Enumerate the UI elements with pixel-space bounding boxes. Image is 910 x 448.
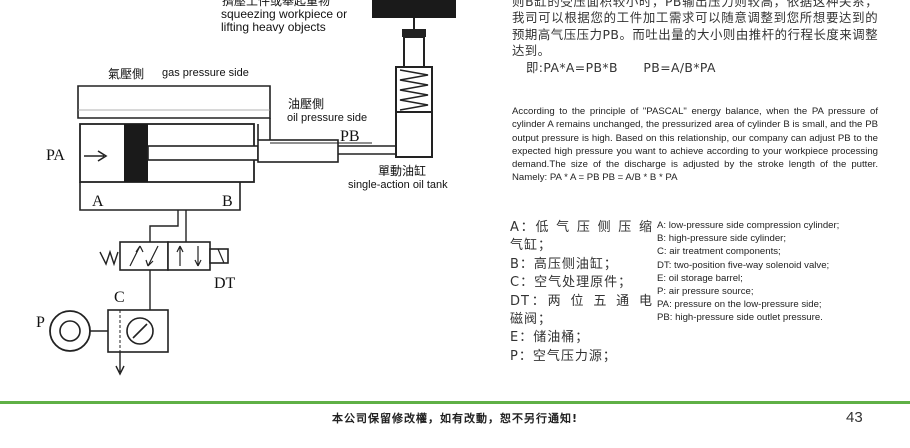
footer-divider — [0, 401, 910, 404]
legend-cn-item: DT：两 位 五 通 电 磁阀； — [510, 293, 653, 328]
legend-en-item: A: low-pressure side compression cylinde… — [657, 220, 840, 231]
oil-tank-rod — [403, 36, 425, 68]
description-cn-text: 则B缸的受压面积较小时，PB输出压力则较高，依据这种关系，我司可以根据您的工件加… — [512, 0, 878, 59]
legend-en-item: PA: pressure on the low-pressure side; — [657, 299, 822, 311]
label-dt: DT — [214, 275, 236, 292]
oil-tank-spring — [399, 69, 429, 111]
oil-side-label-cn: 油壓側 — [288, 97, 324, 111]
solenoid-coil — [209, 248, 229, 264]
oil-tank-label-cn: 單動油缸 — [378, 163, 426, 178]
legend-en-item: E: oil storage barrel; — [657, 272, 743, 284]
valve-spring-icon — [99, 249, 119, 267]
workpiece-label-cn: 擠壓工件或舉起重物 — [222, 0, 330, 8]
valve-body-left — [119, 241, 169, 271]
legend-en-item: B: high-pressure side cylinder; — [657, 233, 787, 245]
label-a: A — [92, 193, 104, 210]
legend-cn: A：低 气 压 侧 压 缩 气缸； B：高压侧油缸； C：空气处理原件； DT：… — [510, 219, 653, 366]
oil-tank-rod-cap — [402, 29, 426, 37]
oil-tank-label-en: single-action oil tank — [348, 179, 448, 191]
description-cn: 则B缸的受压面积较小时，PB输出压力则较高，依据这种关系，我司可以根据您的工件加… — [512, 0, 878, 76]
gas-side-label-cn: 氣壓側 — [108, 67, 144, 81]
workpiece-label-en-1: squeezing workpiece or — [221, 7, 347, 21]
gas-reservoir — [77, 85, 271, 119]
description-cn-formula: 即:PA*A=PB*B PB=A/B*PA — [526, 59, 716, 75]
label-b: B — [222, 193, 233, 210]
legend-cn-item: P：空气压力源； — [510, 348, 617, 364]
gas-side-label-en: gas pressure side — [162, 67, 249, 79]
pneumatic-hydraulic-schematic: 擠壓工件或舉起重物 squeezing workpiece or lifting… — [36, 0, 456, 376]
legend-cn-item: C：空气处理原件； — [510, 275, 633, 291]
workpiece-label-en-2: lifting heavy objects — [221, 20, 326, 34]
legend-en: A: low-pressure side compression cylinde… — [657, 219, 907, 325]
legend-en-item: C: air treatment components; — [657, 246, 781, 258]
footer-note: 本公司保留修改權，如有改動，恕不另行通知! — [331, 412, 578, 425]
label-pa: PA — [46, 147, 65, 164]
legend-cn-item: E：储油桶； — [510, 330, 590, 346]
label-pb: PB — [340, 128, 360, 145]
valve-body-right — [167, 241, 211, 271]
label-c: C — [114, 289, 125, 306]
pa-arrow-icon — [84, 150, 108, 162]
press-head — [372, 0, 456, 18]
legend-en-item: PB: high-pressure side outlet pressure. — [657, 312, 823, 324]
piston — [124, 124, 148, 182]
description-en: According to the principle of "PASCAL" e… — [512, 106, 878, 184]
legend-cn-item: B：高压侧油缸； — [510, 256, 618, 272]
legend-en-item: DT: two-position five-way solenoid valve… — [657, 259, 830, 271]
legend-cn-item: A：低 气 压 侧 压 缩 气缸； — [510, 220, 653, 254]
high-pressure-rod — [257, 139, 339, 163]
label-p: P — [36, 314, 45, 331]
oil-side-label-en: oil pressure side — [287, 112, 367, 124]
legend-en-item: P: air pressure source; — [657, 286, 754, 298]
page-number: 43 — [846, 409, 863, 426]
